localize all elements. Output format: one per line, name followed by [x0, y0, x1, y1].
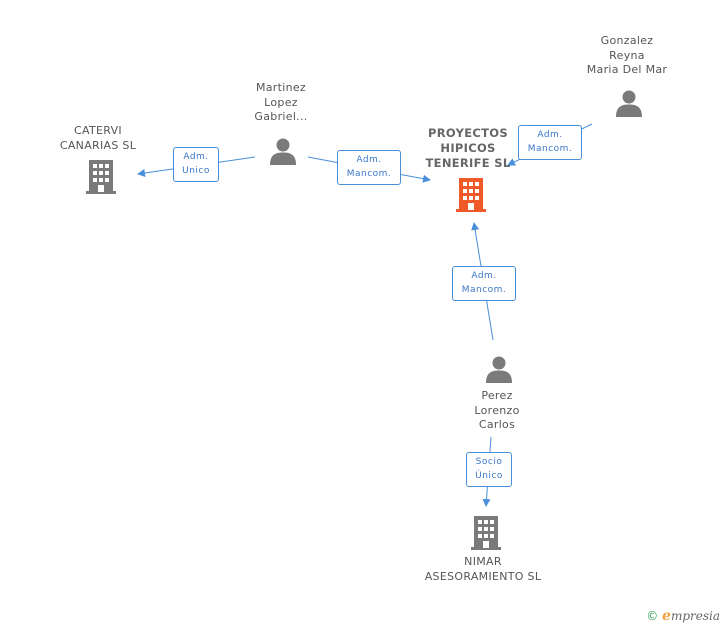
relation-box-perez-proyectos[interactable]: Adm. Mancom.	[452, 266, 516, 301]
node-label-line: Maria Del Mar	[586, 63, 668, 76]
node-label-line: CATERVI	[74, 124, 122, 137]
relation-label-line: Mancom.	[527, 144, 573, 154]
relation-box-martinez-proyectos[interactable]: Adm. Mancom.	[337, 150, 401, 185]
person-icon-gonzalez[interactable]	[616, 90, 642, 118]
node-label-line: Gonzalez	[600, 34, 654, 47]
relation-label-line: Adm.	[471, 271, 497, 281]
node-label-line: PROYECTOS	[428, 126, 508, 140]
node-label-line: Lorenzo	[474, 403, 520, 417]
node-label-line: TENERIFE SL	[425, 156, 511, 170]
relation-label-line: Socio	[475, 457, 503, 467]
relation-label-line: Unico	[182, 166, 210, 176]
node-label-gonzalez[interactable]: Gonzalez Reyna Maria Del Mar	[572, 34, 682, 78]
relation-box-martinez-catervi[interactable]: Adm. Unico	[173, 147, 219, 182]
relation-label-line: Mancom.	[461, 285, 507, 295]
node-label-nimar[interactable]: NIMAR ASESORAMIENTO SL	[418, 555, 548, 584]
node-label-line: Lopez	[264, 95, 298, 109]
node-label-line: CANARIAS SL	[59, 138, 137, 152]
person-icon-martinez[interactable]	[270, 138, 296, 166]
node-label-line: ASESORAMIENTO SL	[424, 569, 542, 583]
node-label-line: NIMAR	[464, 555, 502, 568]
relation-label-line: Adm.	[183, 152, 209, 162]
relation-label-line: Mancom.	[346, 169, 392, 179]
brand-name: mpresia	[670, 609, 720, 623]
person-icon-perez[interactable]	[486, 356, 512, 384]
brand-footer: © empresia	[646, 608, 720, 624]
node-label-line: Martinez	[255, 81, 307, 94]
node-label-line: Carlos	[478, 418, 516, 431]
relation-label-line: Adm.	[537, 130, 563, 140]
node-label-proyectos[interactable]: PROYECTOS HIPICOS TENERIFE SL	[418, 126, 518, 171]
node-label-line: Reyna	[609, 48, 645, 62]
node-label-perez[interactable]: Perez Lorenzo Carlos	[447, 389, 547, 433]
relation-box-gonzalez-proyectos[interactable]: Adm. Mancom.	[518, 125, 582, 160]
relation-label-line: Adm.	[356, 155, 382, 165]
node-label-martinez[interactable]: Martinez Lopez Gabriel...	[231, 81, 331, 125]
node-label-line: Gabriel...	[254, 110, 308, 123]
relation-box-perez-nimar[interactable]: Socio Único	[466, 452, 512, 487]
relation-label-line: Único	[475, 471, 503, 481]
building-icon-catervi[interactable]	[86, 160, 116, 194]
copyright-icon: ©	[646, 609, 659, 623]
brand-initial: e	[662, 608, 671, 624]
brand-logo: empresia	[662, 608, 720, 624]
node-label-line: Perez	[481, 389, 513, 402]
building-icon-proyectos[interactable]	[456, 178, 486, 212]
building-icon-nimar[interactable]	[471, 516, 501, 550]
node-label-catervi[interactable]: CATERVI CANARIAS SL	[48, 124, 148, 153]
node-label-line: HIPICOS	[440, 141, 496, 155]
